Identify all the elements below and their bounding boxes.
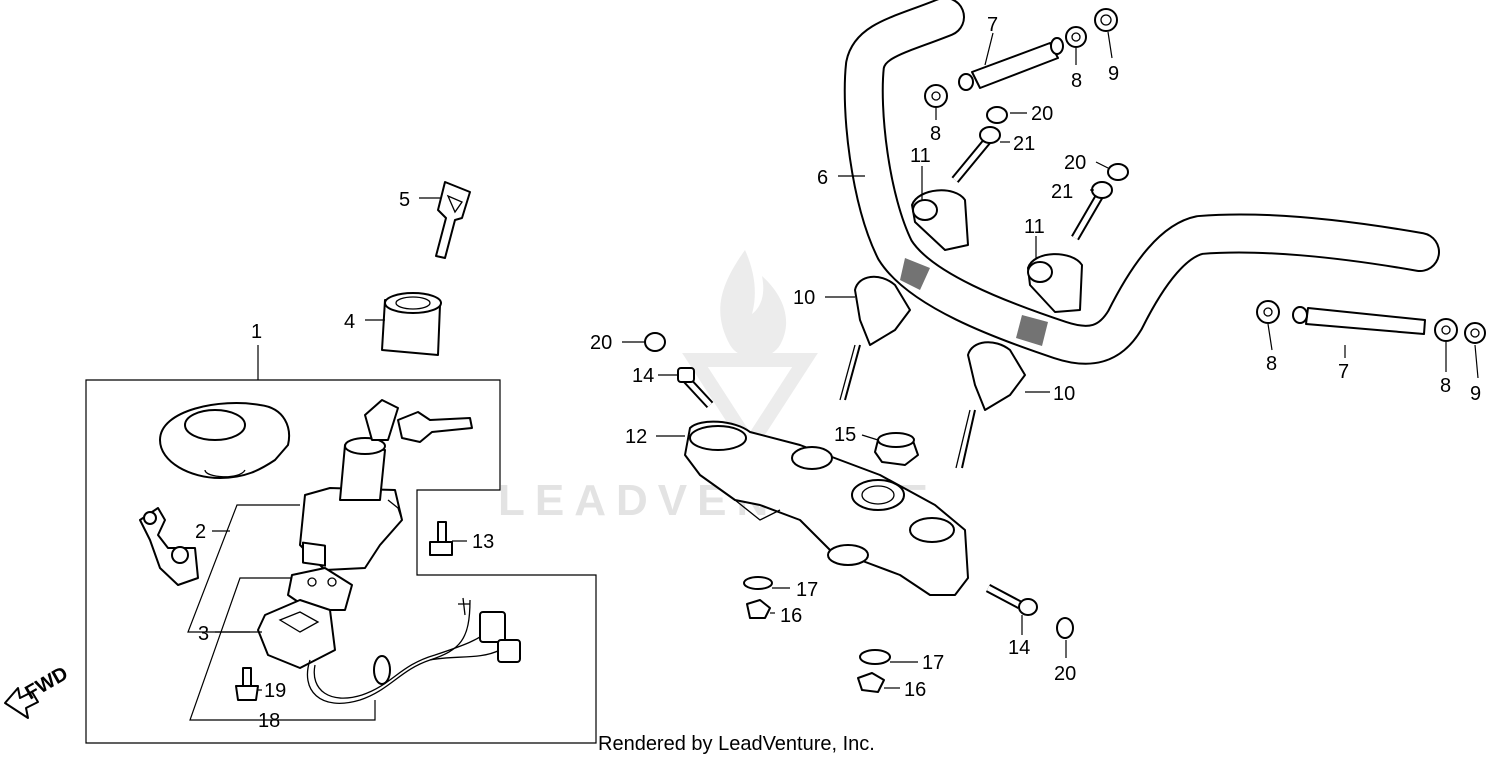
callout-20a: 20 bbox=[1031, 103, 1053, 125]
holder-lower-10a bbox=[839, 275, 911, 401]
contact-base-3 bbox=[257, 567, 353, 669]
callout-11a: 11 bbox=[910, 145, 931, 167]
cap-20a bbox=[986, 106, 1008, 124]
callout-20b: 20 bbox=[1064, 152, 1086, 174]
watermark-flame-icon bbox=[720, 250, 787, 358]
ignition-switch-body bbox=[299, 399, 473, 571]
holder-lower-10b bbox=[955, 341, 1026, 469]
subframe-18 bbox=[189, 577, 376, 721]
weight-rod-7b bbox=[1292, 306, 1426, 335]
callout-12: 12 bbox=[625, 426, 647, 448]
callout-15: 15 bbox=[834, 424, 856, 446]
callout-8a: 8 bbox=[1071, 70, 1082, 92]
handlebar-6 bbox=[843, 0, 1440, 365]
callout-16b: 16 bbox=[904, 679, 926, 701]
bolt-14a bbox=[677, 367, 714, 409]
render-credit: Rendered by LeadVenture, Inc. bbox=[598, 733, 875, 755]
nut-8a bbox=[1065, 26, 1087, 48]
cap-20b bbox=[1107, 163, 1129, 181]
callout-17a: 17 bbox=[796, 579, 818, 601]
sleeve-4 bbox=[381, 292, 442, 356]
callout-1: 1 bbox=[251, 321, 262, 343]
callout-17b: 17 bbox=[922, 652, 944, 674]
callout-19: 19 bbox=[264, 680, 286, 702]
callout-10b: 10 bbox=[1053, 383, 1075, 405]
fwd-arrow: FWD bbox=[4, 663, 72, 719]
callout-5: 5 bbox=[399, 189, 410, 211]
callout-16a: 16 bbox=[780, 605, 802, 627]
callout-2: 2 bbox=[195, 521, 206, 543]
callout-4: 4 bbox=[344, 311, 355, 333]
callout-8d: 8 bbox=[1440, 375, 1451, 397]
holder-upper-11a bbox=[911, 189, 969, 251]
callout-7b: 7 bbox=[1338, 361, 1349, 383]
screw-13 bbox=[429, 521, 453, 556]
callouts: 1 2 3 4 5 6 7 7 8 8 8 8 9 9 10 10 11 11 … bbox=[195, 14, 1481, 732]
clip-9a bbox=[1094, 8, 1118, 32]
switch-bracket-2 bbox=[139, 507, 199, 586]
nut-16a bbox=[746, 599, 771, 619]
callout-8c: 8 bbox=[1266, 353, 1277, 375]
callout-21a: 21 bbox=[1013, 133, 1035, 155]
holder-upper-11b bbox=[1027, 253, 1083, 313]
callout-3: 3 bbox=[198, 623, 209, 645]
callout-20c: 20 bbox=[590, 332, 612, 354]
nut-8d bbox=[1434, 318, 1458, 342]
washer-17b bbox=[859, 649, 891, 665]
callout-6: 6 bbox=[817, 167, 828, 189]
weight-rod-7a bbox=[958, 37, 1064, 91]
callout-18: 18 bbox=[258, 710, 280, 732]
clip-9b bbox=[1464, 322, 1486, 344]
washer-17a bbox=[743, 576, 773, 590]
bolt-21b bbox=[1071, 181, 1113, 241]
callout-9a: 9 bbox=[1108, 63, 1119, 85]
cap-20c bbox=[644, 332, 666, 352]
nut-16b bbox=[857, 672, 885, 693]
screw-19 bbox=[235, 667, 259, 701]
nut-8b bbox=[924, 84, 948, 108]
bolt-21a bbox=[951, 126, 1001, 183]
callout-10a: 10 bbox=[793, 287, 815, 309]
assembly-frame-1 bbox=[85, 379, 597, 744]
leader-lines bbox=[212, 31, 1479, 691]
callout-7a: 7 bbox=[987, 14, 998, 36]
callout-21b: 21 bbox=[1051, 181, 1073, 203]
callout-11b: 11 bbox=[1024, 216, 1045, 238]
switch-cover bbox=[159, 402, 290, 479]
bolt-14b bbox=[985, 584, 1038, 616]
callout-8b: 8 bbox=[930, 123, 941, 145]
callout-20d: 20 bbox=[1054, 663, 1076, 685]
callout-14b: 14 bbox=[1008, 637, 1030, 659]
cap-20d bbox=[1056, 617, 1074, 639]
top-bridge-12 bbox=[684, 420, 969, 596]
nut-15 bbox=[874, 432, 919, 466]
fwd-label: FWD bbox=[22, 663, 72, 705]
key-5 bbox=[435, 181, 471, 259]
callout-9b: 9 bbox=[1470, 383, 1481, 405]
watermark-v-mark bbox=[682, 353, 818, 458]
nut-8c bbox=[1256, 300, 1280, 324]
wire-harness bbox=[306, 597, 521, 704]
callout-14a: 14 bbox=[632, 365, 654, 387]
callout-13: 13 bbox=[472, 531, 494, 553]
